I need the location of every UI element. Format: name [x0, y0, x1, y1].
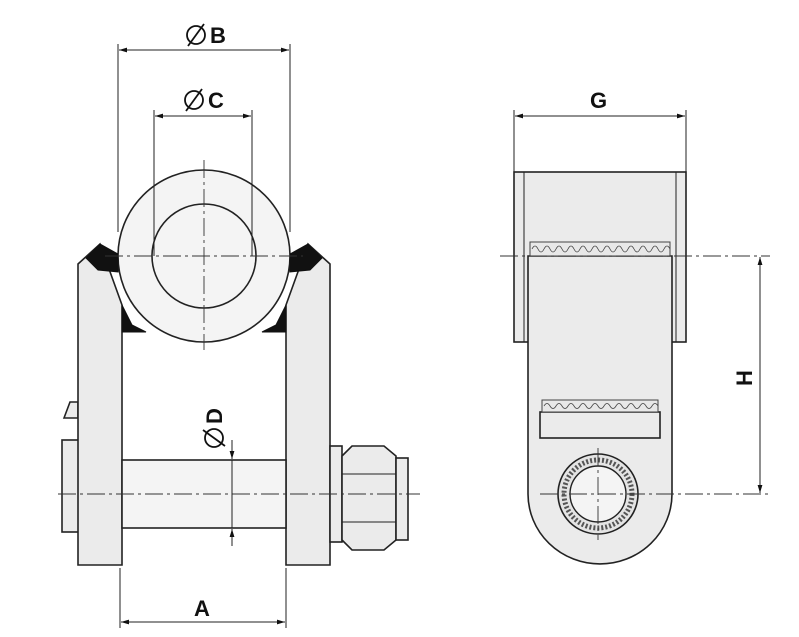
- weld-bead-mid: [541, 399, 659, 413]
- weld-ripple-mid: [543, 403, 659, 409]
- diameter-symbol-c: [184, 88, 204, 112]
- weld-bottom-right: [261, 304, 287, 333]
- weld-bottom-left: [121, 304, 147, 333]
- side-view: G H: [500, 88, 770, 565]
- label-a: A: [194, 596, 210, 621]
- label-c: C: [208, 88, 224, 113]
- diameter-symbol-d: [202, 428, 226, 448]
- label-g: G: [590, 88, 607, 113]
- weld-top-left: [85, 243, 119, 273]
- diameter-symbol-b: [186, 23, 206, 47]
- weld-ripple-top: [531, 245, 671, 253]
- front-view: B C D A: [58, 23, 420, 628]
- label-d: D: [202, 408, 227, 424]
- hex-nut: [341, 445, 397, 551]
- bolt-end: [395, 457, 409, 541]
- label-h: H: [732, 370, 757, 386]
- stiffener-block: [539, 411, 661, 439]
- label-b: B: [210, 23, 226, 48]
- right-arm: [285, 242, 331, 566]
- weld-bead-top: [529, 241, 671, 257]
- weld-top-right: [289, 243, 323, 273]
- left-arm: [77, 242, 123, 566]
- side-tab: [62, 401, 79, 419]
